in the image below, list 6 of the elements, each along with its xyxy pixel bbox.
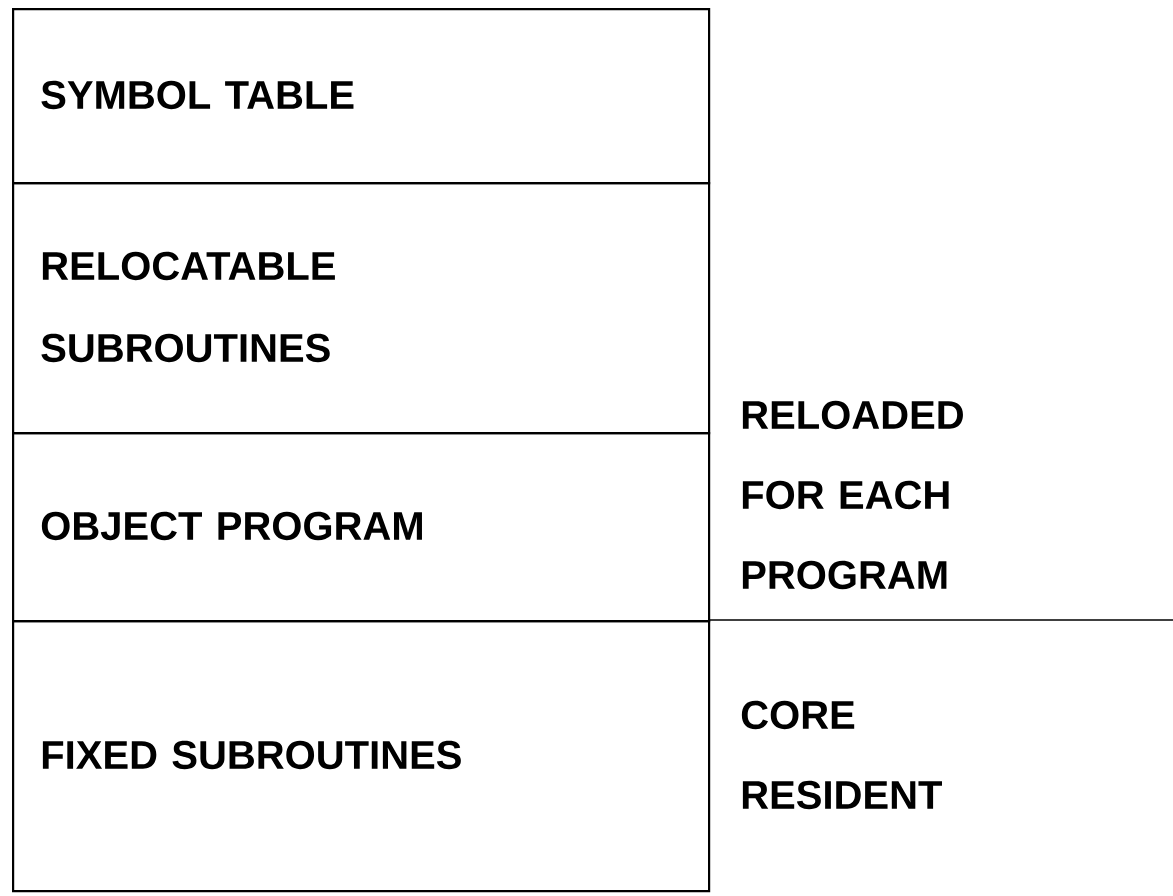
stack-section: FIXED SUBROUTINES [12,620,711,893]
side-note: RELOADED FOR EACH PROGRAM [742,400,963,590]
stack-section: RELOCATABLE SUBROUTINES [12,182,711,435]
stack-section: SYMBOL TABLE [12,8,711,185]
stack-section: OBJECT PROGRAM [12,432,711,623]
side-note: CORE RESIDENT [741,700,942,810]
